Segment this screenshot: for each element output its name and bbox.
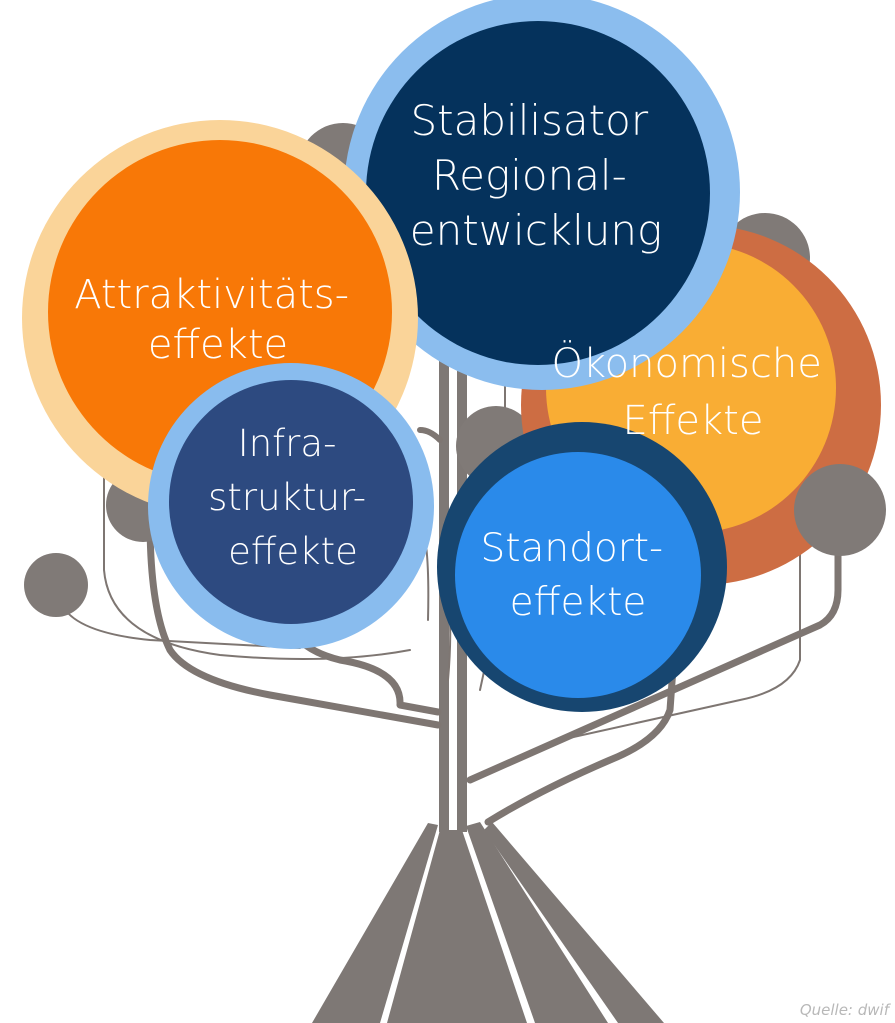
- bubble-infrastruktur-label: Infra- struktur- effekte: [208, 422, 378, 573]
- gray-leaf-right-low: [794, 464, 886, 556]
- label-line: entwicklung: [410, 206, 662, 255]
- label-line: Stabilisator: [411, 96, 649, 145]
- label-line: Infra-: [238, 422, 337, 465]
- bubble-infrastruktur-core: [169, 380, 413, 624]
- bubble-stabilisator: [344, 0, 740, 390]
- branch-right-outer: [466, 516, 842, 784]
- bubble-attraktivitaet-label: Attraktivitäts- effekte: [74, 272, 362, 368]
- label-line: effekte: [228, 530, 358, 573]
- source-note: Quelle: dwif: [799, 1001, 889, 1019]
- trunk-root-far-right: [484, 822, 664, 1023]
- bubble-standort-core: [455, 452, 701, 698]
- label-line: Effekte: [623, 398, 764, 444]
- bubble-standort-label: Standort- effekte: [480, 526, 675, 625]
- bubble-oekonomisch-label: Ökonomische Effekte: [551, 339, 834, 444]
- bubble-stabilisator-core: [366, 21, 710, 365]
- bubble-infrastruktur: [148, 363, 434, 649]
- trunk-root-center: [387, 830, 527, 1023]
- label-line: effekte: [510, 580, 647, 625]
- thin-branch-5: [559, 539, 801, 741]
- label-line: effekte: [148, 322, 288, 368]
- label-line: Regional-: [432, 151, 627, 200]
- label-line: Ökonomische: [551, 339, 821, 387]
- branch-left-outer: [146, 516, 442, 729]
- gray-leaf-far-left: [24, 553, 88, 617]
- thin-branch-1: [103, 439, 411, 660]
- trunk-root-right: [466, 822, 608, 1023]
- branch-center-left: [417, 427, 443, 443]
- bubble-stabilisator-label: Stabilisator Regional- entwicklung: [410, 96, 662, 255]
- label-line: Attraktivitäts-: [74, 272, 349, 318]
- label-line: struktur-: [208, 476, 366, 519]
- trunk-root-left: [312, 823, 438, 1023]
- branch-right-low: [484, 636, 679, 826]
- bubble-standort: [437, 422, 727, 712]
- label-line: Standort-: [480, 526, 663, 571]
